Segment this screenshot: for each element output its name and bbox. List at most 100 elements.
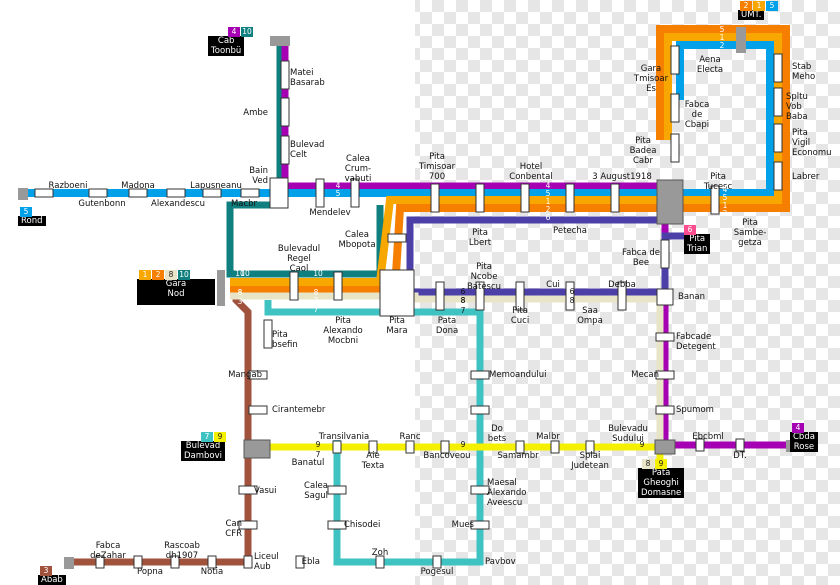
- station-stop: [432, 555, 442, 569]
- station-stop: [435, 281, 445, 311]
- station-label-mateibasarab: Matei Basarab: [290, 68, 325, 88]
- station-stop: [243, 555, 253, 569]
- station-stop: [170, 555, 180, 569]
- terminal-unt: UMT.: [738, 10, 765, 20]
- station-label-pavbov: Pavbov: [485, 557, 516, 567]
- station-stop: [660, 239, 670, 269]
- line-number-label: 9: [460, 440, 466, 449]
- gara-nord-line-chip-3: 10: [178, 270, 190, 280]
- station-label-maresal: Maesal Alexando Aveescu: [487, 478, 527, 508]
- station-stop: [295, 555, 305, 569]
- station-stop: [565, 281, 575, 311]
- station-stop: [773, 53, 783, 83]
- hub-west: [269, 177, 289, 209]
- station-stop: [368, 440, 378, 454]
- station-stop: [617, 281, 627, 311]
- line-8-route: [230, 292, 664, 460]
- station-label-pita-libert: Pita Lbert: [468, 228, 492, 248]
- line-number-label: 8: [460, 296, 466, 305]
- station-stop: [34, 188, 54, 198]
- station-label-rascoala: Rascoab dh1907: [164, 541, 200, 561]
- station-label-calea-sagul: Calea Sagul: [304, 481, 328, 501]
- station-label-madona: Madona: [121, 181, 155, 191]
- station-stop: [773, 123, 783, 153]
- station-label-fabrica-zahar: Fabca deZahar: [90, 541, 126, 561]
- station-stop: [248, 370, 268, 380]
- line-number-label: 5: [719, 25, 725, 34]
- line-number-label: 6: [460, 287, 466, 296]
- station-stop: [350, 178, 360, 208]
- line-number-label: 6: [569, 287, 575, 296]
- station-stop: [610, 183, 620, 213]
- station-stop: [515, 440, 525, 454]
- line-number-label: 8: [237, 288, 243, 297]
- station-stop: [207, 555, 217, 569]
- line-number-label: 2: [722, 209, 728, 218]
- terminal-cab-toonbu: Cab Toonbü: [208, 36, 245, 56]
- station-label-liceul-aub: Liceul Aub: [254, 552, 279, 572]
- cbda-rose-line-chip-0: 4: [792, 423, 804, 433]
- hub-banan: [656, 288, 674, 306]
- station-label-transilvania: Transilvania: [318, 432, 370, 442]
- hub-east: [656, 179, 684, 225]
- line-number-label: 3: [237, 297, 243, 306]
- line-number-label: 5: [722, 193, 728, 202]
- station-stop: [550, 440, 560, 454]
- terminal-cbda-rose: Cbda Rose: [790, 432, 818, 452]
- station-stop: [655, 370, 675, 380]
- station-label-debba: Debba: [608, 280, 636, 290]
- station-stop: [332, 440, 342, 454]
- gheorgh-line-chip-0: 8: [642, 459, 654, 469]
- station-stop: [773, 161, 783, 191]
- station-stop: [327, 485, 347, 495]
- station-label-pita-timisoar: Pita Timisoar 700: [418, 152, 456, 182]
- line-number-label: 2: [313, 296, 319, 305]
- station-stop: [520, 183, 530, 213]
- station-label-chisodei: Chisodei: [344, 520, 381, 530]
- station-label-tanga-august: 3 August1918: [592, 172, 652, 182]
- line-number-label: 10: [240, 269, 250, 278]
- station-stop: [202, 188, 222, 198]
- station-label-bain-ved: Bain Ved: [249, 166, 268, 186]
- station-stop: [405, 440, 415, 454]
- station-label-pita-cuci: Pita Cuci: [510, 306, 530, 326]
- line-number-label: 5: [335, 189, 341, 198]
- line-number-label: 1: [722, 201, 728, 210]
- terminal-toonbu-bar: [270, 36, 290, 46]
- station-stop: [95, 555, 105, 569]
- terminal-unt-bar: [736, 27, 746, 53]
- line-number-label: 2: [719, 41, 725, 50]
- station-label-ranc: Ranc: [399, 432, 421, 442]
- line-number-label: 8: [237, 288, 243, 297]
- station-label-pita-bader: Pita Badea Cabr: [629, 136, 657, 166]
- station-label-dobrebs: Do bets: [487, 424, 507, 444]
- station-label-pita-mara: Pita Mara: [386, 316, 408, 336]
- station-label-dt: DT.: [733, 451, 747, 461]
- station-label-spumom: Spumom: [676, 405, 714, 415]
- station-label-splai-judetean: Splai Judetean: [571, 451, 609, 471]
- unt-line-chip-1: 1: [753, 1, 765, 11]
- line-number-label: 8: [460, 296, 466, 305]
- line-5-route: [22, 41, 774, 197]
- station-stop: [655, 405, 675, 415]
- station-stop: [238, 520, 258, 530]
- station-label-gutenbonn: Gutenbonn: [78, 199, 126, 209]
- station-label-hotel-continental: Hotel Conbental: [509, 162, 553, 182]
- station-stop: [470, 370, 490, 380]
- station-stop: [387, 233, 407, 243]
- terminal-gara-nord-bar: [217, 270, 225, 306]
- station-stops: [34, 45, 783, 569]
- station-label-aie-texta: Aie Texta: [361, 451, 385, 471]
- line-number-label: 8: [313, 288, 319, 297]
- station-stop: [327, 520, 347, 530]
- station-stop: [280, 135, 290, 165]
- station-stop: [133, 555, 143, 569]
- line-number-label: 8: [569, 296, 575, 305]
- gara-nord-line-chip-1: 2: [152, 270, 164, 280]
- terminal-rond: Rond: [18, 216, 46, 226]
- rond-line-chip-0: 5: [20, 207, 32, 217]
- line-1-route: [230, 33, 782, 286]
- unt-line-chip-0: 2: [740, 1, 752, 11]
- station-stop: [670, 133, 680, 163]
